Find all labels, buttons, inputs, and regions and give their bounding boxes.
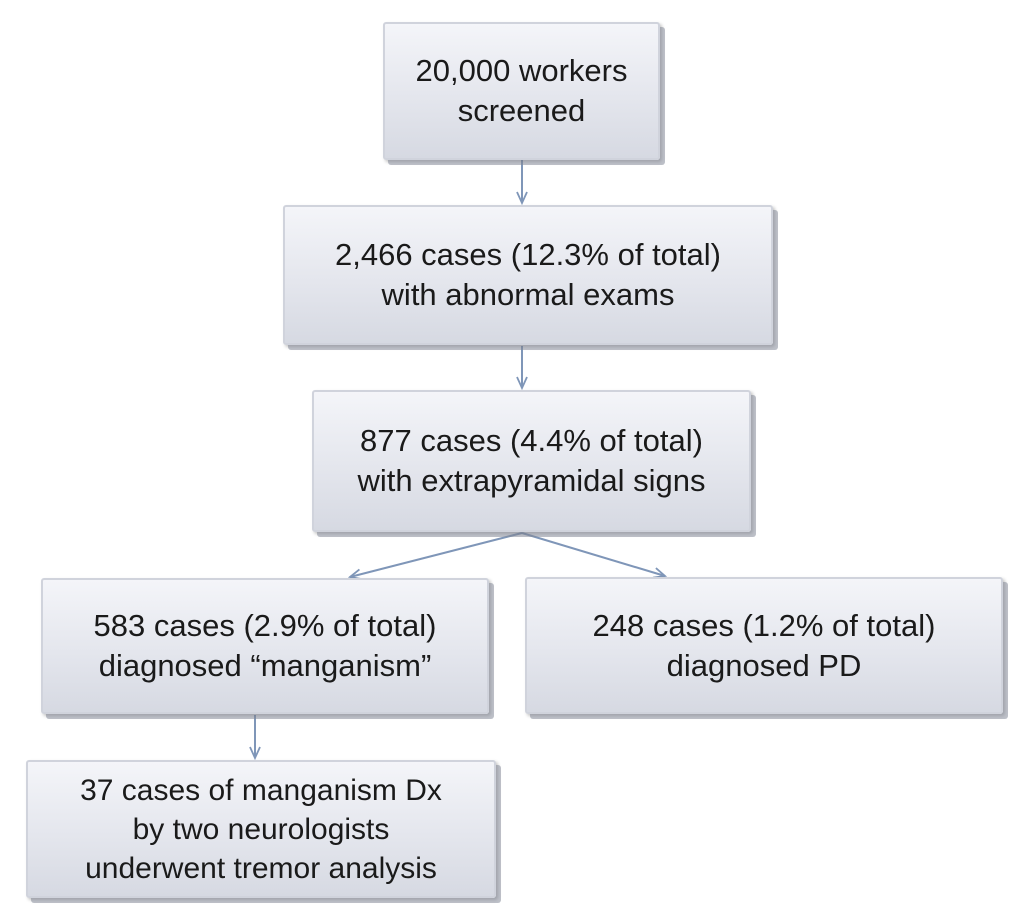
node-abnormal-exams-line1: 2,466 cases (12.3% of total)	[334, 237, 721, 272]
node-diagnosed-manganism-line1: 583 cases (2.9% of total)	[93, 608, 437, 643]
node-tremor-analysis: 37 cases of manganism Dx by two neurolog…	[26, 760, 496, 898]
node-tremor-analysis-line1: 37 cases of manganism Dx	[80, 773, 442, 807]
node-extrapyramidal-signs: 877 cases (4.4% of total) with extrapyra…	[312, 390, 751, 532]
node-diagnosed-pd: 248 cases (1.2% of total) diagnosed PD	[525, 577, 1003, 714]
node-extrapyramidal-signs-line1: 877 cases (4.4% of total)	[360, 423, 703, 458]
node-workers-screened: 20,000 workers screened	[383, 22, 660, 160]
arrow-extrapyramidal-to-pd	[521, 532, 665, 576]
node-diagnosed-manganism: 583 cases (2.9% of total) diagnosed “man…	[41, 578, 489, 714]
node-extrapyramidal-signs-line2: with extrapyramidal signs	[357, 463, 706, 498]
node-workers-screened-line1: 20,000 workers	[415, 53, 628, 88]
node-abnormal-exams-line2: with abnormal exams	[381, 277, 675, 312]
node-workers-screened-line2: screened	[457, 93, 586, 128]
arrow-extrapyramidal-to-manganism	[350, 532, 523, 577]
node-tremor-analysis-line3: underwent tremor analysis	[85, 851, 437, 885]
node-abnormal-exams: 2,466 cases (12.3% of total) with abnorm…	[283, 205, 773, 345]
node-tremor-analysis-line2: by two neurologists	[132, 812, 390, 846]
node-diagnosed-pd-line1: 248 cases (1.2% of total)	[592, 607, 936, 643]
node-diagnosed-manganism-line2: diagnosed “manganism”	[98, 648, 432, 683]
node-diagnosed-pd-line2: diagnosed PD	[666, 647, 862, 683]
